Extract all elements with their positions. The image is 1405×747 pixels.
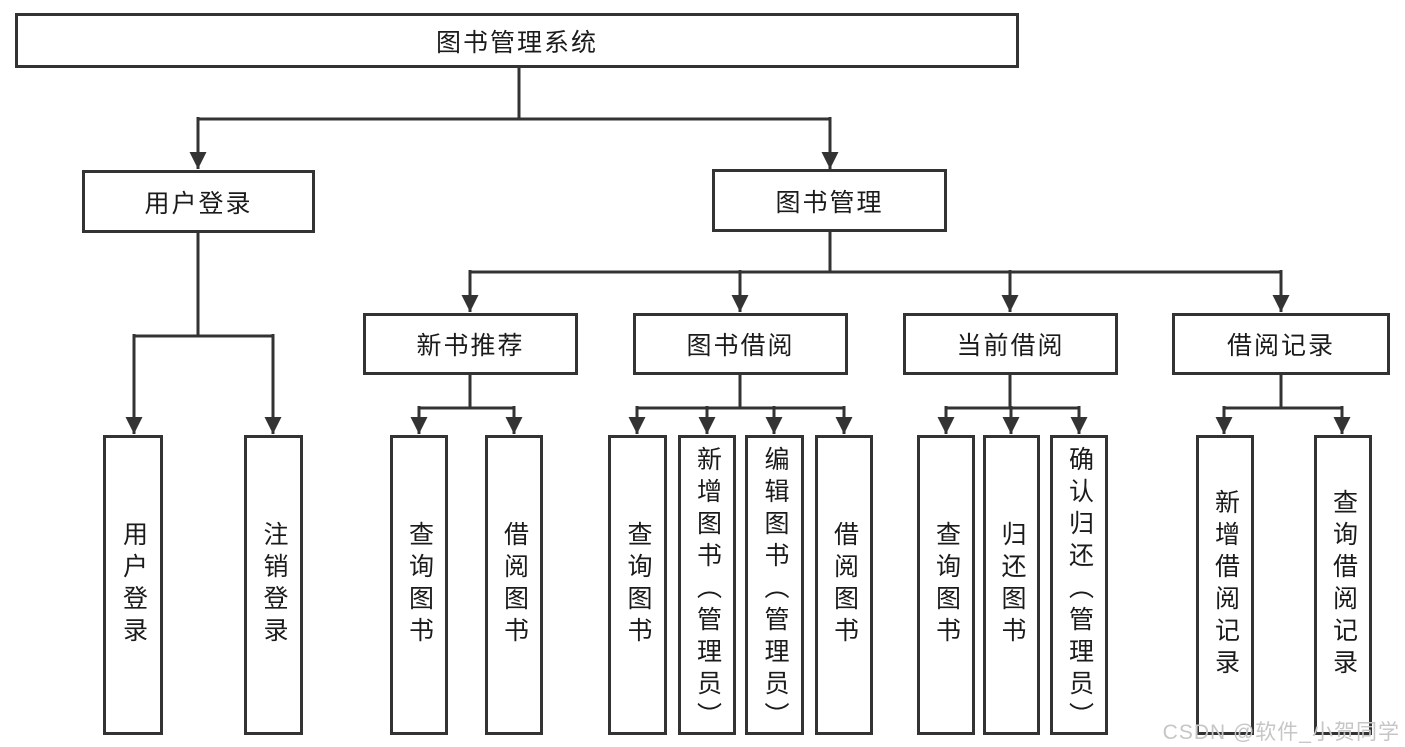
leaf-current-query-books: 查询图书 — [917, 435, 975, 735]
leaf-return-book: 归还图书 — [983, 435, 1040, 735]
node-book-borrowing: 图书借阅 — [633, 313, 848, 375]
leaf-borrowing-query-books: 查询图书 — [608, 435, 667, 735]
connector-current-borrowing — [937, 374, 1088, 434]
csdn-watermark: CSDN @软件_小贺同学 — [1162, 721, 1400, 744]
connector-book-borrowing — [628, 374, 853, 434]
node-user-login: 用户登录 — [82, 170, 315, 233]
leaf-query-borrow-record: 查询借阅记录 — [1314, 435, 1372, 735]
leaf-recommend-borrow-books: 借阅图书 — [485, 435, 543, 735]
leaf-borrowing-borrow-books: 借阅图书 — [815, 435, 873, 735]
leaf-confirm-return-admin: 确认归还（管理员） — [1050, 435, 1108, 735]
connector-new-book-recommend — [410, 374, 523, 434]
node-new-book-recommend: 新书推荐 — [363, 313, 578, 375]
leaf-add-book-admin: 新增图书（管理员） — [678, 435, 736, 735]
connector-book-management — [461, 231, 1290, 312]
leaf-edit-book-admin: 编辑图书（管理员） — [745, 435, 804, 735]
leaf-logout: 注销登录 — [244, 435, 303, 735]
leaf-add-borrow-record: 新增借阅记录 — [1196, 435, 1254, 735]
connector-root — [189, 67, 839, 169]
leaf-user-login: 用户登录 — [103, 435, 163, 735]
node-library-system-root: 图书管理系统 — [15, 13, 1019, 68]
leaf-recommend-query-books: 查询图书 — [390, 435, 448, 735]
node-current-borrowing: 当前借阅 — [903, 313, 1118, 375]
connector-user-login — [125, 232, 282, 434]
connector-borrow-records — [1215, 375, 1351, 434]
node-book-management: 图书管理 — [712, 169, 947, 232]
node-borrow-records: 借阅记录 — [1172, 313, 1390, 375]
